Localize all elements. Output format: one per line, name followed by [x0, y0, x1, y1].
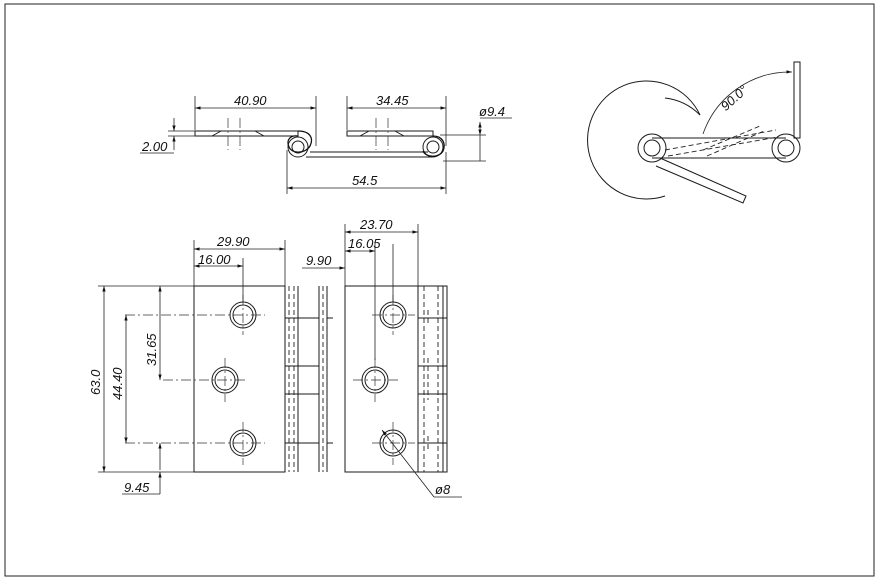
- dim-opening-angle: 90.0°: [718, 82, 751, 114]
- dim-top-left-width: 40.90: [234, 93, 267, 108]
- dim-gap: 9.90: [306, 253, 332, 268]
- dim-right-hole-far: 23.70: [359, 217, 393, 232]
- top-view: 40.90 34.45 ø9.4 2.00 54.5: [140, 93, 512, 194]
- dim-right-hole-near: 16.05: [348, 236, 381, 251]
- dim-hole-bottom: 9.45: [124, 480, 150, 495]
- angle-view: 90.0°: [587, 61, 801, 204]
- dim-hole-x-far: 29.90: [216, 234, 250, 249]
- dim-knuckle-diameter: ø9.4: [479, 104, 505, 119]
- dim-total-width: 54.5: [352, 173, 378, 188]
- dim-hole-diameter: ø8: [435, 482, 451, 497]
- dim-hole-x-near: 16.00: [198, 252, 231, 267]
- front-view: 29.90 16.00 9.90 23.70 16.05 63.0 44.40 …: [88, 217, 462, 498]
- dim-top-right-width: 34.45: [376, 93, 409, 108]
- dim-hole-span: 44.40: [110, 367, 125, 400]
- dim-hole-mid: 31.65: [144, 333, 159, 366]
- dim-height: 63.0: [88, 369, 103, 395]
- dim-leaf-thickness: 2.00: [141, 139, 168, 154]
- drawing-frame: [4, 3, 875, 577]
